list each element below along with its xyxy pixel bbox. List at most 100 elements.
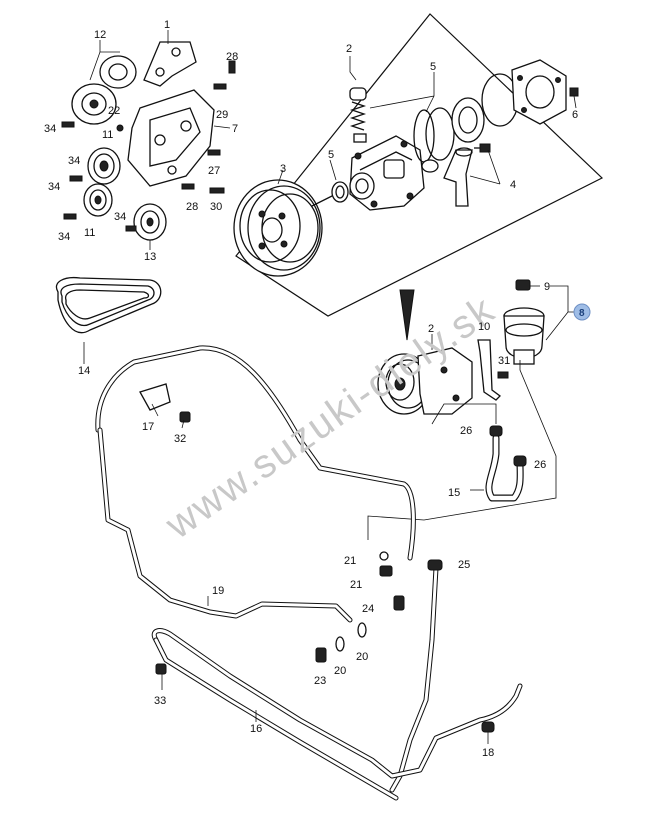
front-direction-arrow [399,289,415,341]
cover-bolt[interactable] [569,87,579,97]
callout-33: 33 [154,695,166,707]
bolt-28-top[interactable] [228,60,236,74]
callout-34: 34 [114,211,126,223]
callout-34: 34 [44,123,56,135]
callout-8-highlight [573,303,591,321]
callout-18: 18 [482,747,494,759]
o-ring-medium[interactable] [425,107,455,161]
bolt-34-b[interactable] [69,175,83,182]
banjo-fitting-21-upper[interactable] [379,551,389,561]
return-line-16[interactable] [151,628,523,779]
reservoir-bracket-10[interactable] [477,339,501,401]
callout-31: 31 [498,355,510,367]
callout-23: 23 [314,675,326,687]
outlet-fitting[interactable] [421,147,473,207]
callout-9: 9 [544,281,550,293]
bolt-22[interactable] [116,124,124,132]
callout-13: 13 [144,251,156,263]
relief-valve-assembly[interactable] [349,87,367,143]
hose-clamp-25[interactable] [427,559,443,571]
main-bracket-7[interactable] [127,89,215,187]
leader-12 [89,40,120,81]
callout-17: 17 [142,421,154,433]
callout-15: 15 [448,487,460,499]
bolt-30[interactable] [209,187,225,194]
idler-pulley-11-bottom[interactable] [83,183,113,217]
callout-34: 34 [58,231,70,243]
leader-7 [213,125,231,129]
callout-27: 27 [208,165,220,177]
gasket-20-a[interactable] [335,636,345,652]
bolt-34-a[interactable] [61,121,75,128]
fitting-bolt[interactable] [474,143,491,153]
callout-1: 1 [164,19,170,31]
pump-assembly-installed[interactable] [377,347,473,415]
bolt-27[interactable] [207,149,221,156]
idler-pulley-11-top[interactable] [87,147,121,185]
callout-24: 24 [362,603,374,615]
reservoir-tank[interactable] [503,307,545,365]
leader-32 [181,419,185,429]
callout-26: 26 [460,425,472,437]
bolt-34-c[interactable] [63,213,77,220]
bolt-34-d[interactable] [125,225,137,232]
line-clamp-33[interactable] [155,663,167,675]
callout-21: 21 [344,555,356,567]
clamp-bolt-32[interactable] [179,411,191,423]
callout-2: 2 [428,323,434,335]
callout-4: 4 [510,179,516,191]
drive-belt[interactable] [55,276,162,334]
gasket-20-b[interactable] [357,622,367,638]
pump-pulley[interactable] [233,179,323,277]
callout-8: 8 [579,308,585,319]
callout-5: 5 [430,61,436,73]
hose-clamp-26-upper[interactable] [489,425,503,437]
pump-housing-ring[interactable] [451,97,485,143]
callout-29: 29 [216,109,228,121]
banjo-fitting-21-lower[interactable] [379,565,393,577]
leader-6 [573,95,577,109]
callout-5: 5 [328,149,334,161]
tensioner-pulley-rear[interactable] [99,55,137,89]
callout-19: 19 [212,585,224,597]
hose-clamp-18[interactable] [481,721,495,733]
callout-3: 3 [280,163,286,175]
callout-32: 32 [174,433,186,445]
leader-4 [469,149,501,185]
callout-6: 6 [572,109,578,121]
leader-5b [369,72,435,113]
hose-clamp-26-lower[interactable] [513,455,527,467]
callout-20: 20 [334,665,346,677]
pump-rear-cover[interactable] [511,59,567,125]
callout-34: 34 [68,155,80,167]
callout-25: 25 [458,559,470,571]
mounting-bracket-1[interactable] [143,41,197,87]
union-bolt-23[interactable] [315,647,327,663]
watermark-text: www.suzuki-diely.sk [157,287,503,548]
leader-5a [329,159,337,181]
callout-11: 11 [102,129,113,141]
callout-26: 26 [534,459,546,471]
bracket-bolt-31[interactable] [497,371,509,379]
leader-3 [277,169,284,185]
bolt-29[interactable] [213,83,227,90]
union-bolt-24[interactable] [393,595,405,611]
callout-11: 11 [84,227,95,239]
line-clamp-17[interactable] [139,383,171,411]
callout-16: 16 [250,723,262,735]
leader-pump-suction [431,403,497,425]
reservoir-cap-9[interactable] [515,279,540,291]
callout-30: 30 [210,201,222,213]
idler-pulley-13[interactable] [133,203,167,241]
pump-body[interactable] [349,135,425,211]
shaft-seal-ring[interactable] [331,181,349,203]
bolt-28-bottom[interactable] [181,183,195,190]
return-line-16-lower[interactable] [153,637,399,801]
callout-20: 20 [356,651,368,663]
tensioner-pulley-12[interactable] [71,83,117,125]
leader-17 [151,403,159,417]
callout-10: 10 [478,321,490,333]
callout-34: 34 [48,181,60,193]
callout-2: 2 [346,43,352,55]
